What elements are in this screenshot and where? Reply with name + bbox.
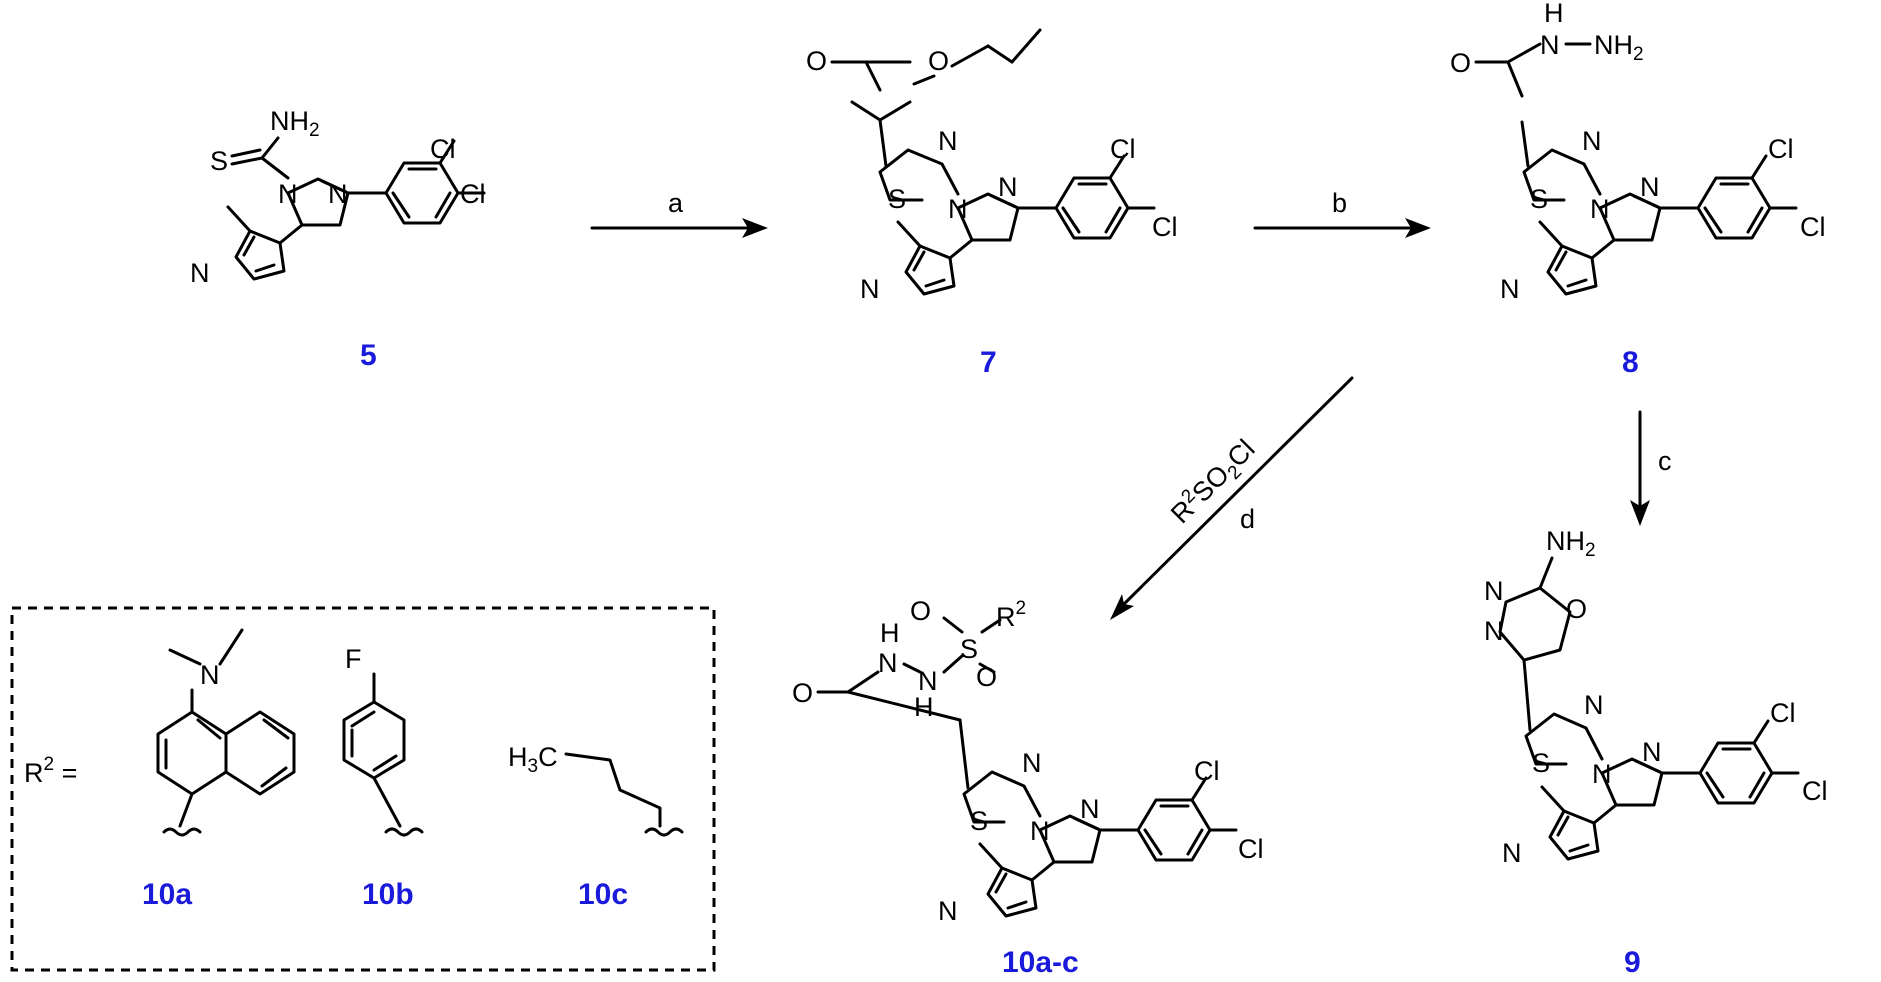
- atom-n: N: [1642, 737, 1662, 767]
- atom-f: F: [345, 644, 362, 674]
- compound-7: N N Cl Cl N S N O O 7: [806, 28, 1178, 379]
- atom-n: N: [860, 274, 880, 304]
- atom-n: N: [1484, 576, 1504, 606]
- compound-label-9: 9: [1624, 946, 1641, 979]
- atom-n: N: [1590, 194, 1610, 224]
- atom-n: N: [1502, 838, 1522, 868]
- condition-c: c: [1658, 446, 1672, 476]
- atom-nh2: NH2: [1546, 526, 1596, 561]
- compound-10a-c: N N Cl Cl N S N O N H N H S O O R2 10a-c: [792, 596, 1264, 979]
- r2-substituent-box: R2 = N 10a F 10b: [10, 606, 716, 972]
- atom-n: N: [938, 126, 958, 156]
- arrow-b: b: [1253, 188, 1431, 238]
- atom-n: N: [878, 648, 898, 678]
- atom-s: S: [970, 806, 988, 836]
- compound-label-8: 8: [1622, 346, 1639, 379]
- condition-a: a: [668, 188, 684, 218]
- atom-o: O: [976, 662, 997, 692]
- atom-h: H: [914, 692, 934, 722]
- atom-s: S: [888, 184, 906, 214]
- condition-d: d: [1240, 504, 1255, 534]
- atom-cl: Cl: [1110, 134, 1136, 164]
- atom-n: N: [938, 896, 958, 926]
- substituent-label-10a: 10a: [142, 878, 192, 911]
- substituent-10c: H3C 10c: [508, 742, 684, 911]
- atom-cl: Cl: [1770, 698, 1796, 728]
- atom-n: N: [1592, 759, 1612, 789]
- atom-h3c: H3C: [508, 742, 558, 777]
- atom-n: N: [200, 660, 220, 690]
- atom-o: O: [1566, 594, 1587, 624]
- atom-n: N: [1022, 748, 1042, 778]
- atom-s: S: [960, 634, 978, 664]
- atom-n: N: [918, 666, 938, 696]
- atom-cl: Cl: [1802, 776, 1828, 806]
- substituent-10a: N 10a: [142, 628, 296, 911]
- atom-n: N: [328, 179, 348, 209]
- atom-nh2: NH2: [1594, 30, 1644, 65]
- atom-o: O: [806, 46, 827, 76]
- arrow-c: c: [1630, 410, 1672, 526]
- atom-n: N: [1584, 690, 1604, 720]
- atom-o: O: [928, 46, 949, 76]
- substituent-label-10b: 10b: [362, 878, 414, 911]
- atom-cl: Cl: [1194, 756, 1220, 786]
- atom-n: N: [1080, 794, 1100, 824]
- atom-s: S: [1530, 184, 1548, 214]
- atom-cl: Cl: [1152, 212, 1178, 242]
- r2-equals-label: R2 =: [24, 754, 77, 788]
- atom-cl: Cl: [430, 134, 456, 164]
- atom-cl: Cl: [460, 179, 486, 209]
- atom-cl: Cl: [1238, 834, 1264, 864]
- atom-h: H: [1544, 0, 1564, 28]
- atom-cl: Cl: [1800, 212, 1826, 242]
- atom-n: N: [1500, 274, 1520, 304]
- atom-n: N: [1540, 30, 1560, 60]
- atom-n: N: [1582, 126, 1602, 156]
- atom-n: N: [190, 258, 210, 288]
- substituent-10b: F 10b: [342, 644, 424, 911]
- compound-label-5: 5: [360, 339, 377, 372]
- compound-8: N N Cl Cl N S N O N H NH2 8: [1450, 0, 1826, 379]
- atom-n: N: [1484, 616, 1504, 646]
- atom-cl: Cl: [1768, 134, 1794, 164]
- atom-o: O: [910, 596, 931, 626]
- compound-label-7: 7: [980, 346, 997, 379]
- atom-n: N: [278, 179, 298, 209]
- atom-o: O: [792, 678, 813, 708]
- compound-9: N N Cl Cl N S N N N O NH2 9: [1484, 526, 1828, 979]
- atom-n: N: [998, 172, 1018, 202]
- atom-n: N: [1030, 816, 1050, 846]
- compound-5: N N Cl Cl N S NH2 5: [190, 106, 486, 372]
- atom-nh2: NH2: [270, 106, 320, 141]
- condition-b: b: [1332, 188, 1347, 218]
- arrow-d: d R2SO2Cl: [1110, 376, 1354, 620]
- atom-h: H: [880, 618, 900, 648]
- atom-n: N: [1640, 172, 1660, 202]
- atom-o: O: [1450, 48, 1471, 78]
- compound-label-10a-c: 10a-c: [1002, 946, 1079, 979]
- atom-s: S: [1532, 748, 1550, 778]
- arrow-a: a: [590, 188, 768, 238]
- atom-n: N: [948, 194, 968, 224]
- atom-r2: R2: [996, 598, 1026, 632]
- substituent-label-10c: 10c: [578, 878, 628, 911]
- atom-s: S: [210, 146, 228, 176]
